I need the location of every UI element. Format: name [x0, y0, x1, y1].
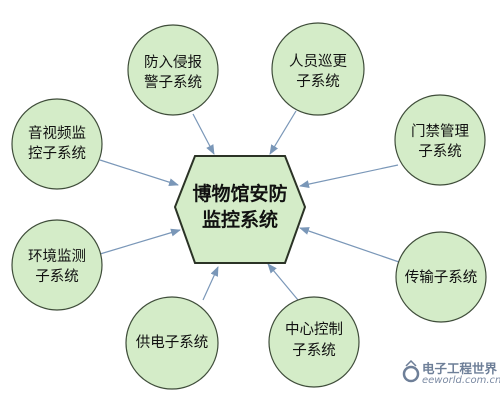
node-intrusion-alarm-circle: [127, 24, 219, 116]
node-intrusion-alarm: 防入侵报 警子系统: [127, 24, 219, 116]
arrow-transmission: [299, 227, 400, 263]
node-access-control: 门禁管理 子系统: [394, 94, 486, 186]
node-audio-video: 音视频监 控子系统: [11, 98, 103, 190]
node-intrusion-alarm-line1: 防入侵报: [144, 54, 202, 71]
arrow-central-control: [267, 263, 299, 301]
node-power-supply-circle: [125, 296, 219, 390]
node-patrol: 人员巡更 子系统: [271, 22, 365, 116]
watermark-logo-icon: [402, 360, 420, 383]
node-power-supply: 供电子系统: [125, 296, 219, 390]
node-transmission-circle: [395, 231, 487, 323]
arrow-intrusion-alarm: [192, 113, 215, 155]
node-audio-video-line1: 音视频监: [28, 125, 86, 142]
node-audio-video-line2: 控子系统: [28, 145, 86, 162]
center-hexagon: [173, 155, 307, 264]
node-transmission-line1: 传输子系统: [405, 269, 478, 286]
node-patrol-line2: 子系统: [296, 73, 340, 90]
center-node: 博物馆安防 监控系统: [173, 155, 307, 264]
node-central-control-line1: 中心控制: [285, 321, 343, 338]
node-central-control-line2: 子系统: [292, 342, 336, 359]
node-patrol-circle: [271, 22, 365, 116]
node-environment-monitoring: 环境监测 子系统: [11, 219, 103, 311]
node-access-control-line2: 子系统: [418, 143, 462, 160]
node-patrol-line1: 人员巡更: [289, 53, 347, 70]
node-central-control-circle: [268, 296, 360, 388]
node-environment-monitoring-line2: 子系统: [35, 268, 79, 285]
node-environment-monitoring-line1: 环境监测: [28, 247, 86, 265]
node-environment-monitoring-circle: [11, 219, 103, 311]
center-title-line1: 博物馆安防: [192, 182, 287, 205]
watermark: 电子工程世界 eeworld.com.cn: [400, 356, 500, 398]
arrow-power-supply: [202, 266, 219, 301]
arrow-patrol: [269, 110, 297, 155]
node-power-supply-line1: 供电子系统: [136, 334, 209, 351]
watermark-title: 电子工程世界: [422, 361, 498, 376]
node-access-control-line1: 门禁管理: [411, 123, 469, 140]
arrow-access-control: [299, 164, 399, 189]
node-access-control-circle: [394, 94, 486, 186]
node-transmission: 传输子系统: [395, 231, 487, 323]
center-title-line2: 监控系统: [202, 208, 278, 231]
node-intrusion-alarm-line2: 警子系统: [144, 74, 202, 91]
arrow-audio-video: [99, 159, 179, 187]
node-central-control: 中心控制 子系统: [268, 296, 360, 388]
arrow-environment-monitoring: [99, 228, 181, 255]
node-audio-video-circle: [11, 98, 103, 190]
watermark-url: eeworld.com.cn: [422, 375, 500, 386]
arrows: [99, 110, 400, 301]
